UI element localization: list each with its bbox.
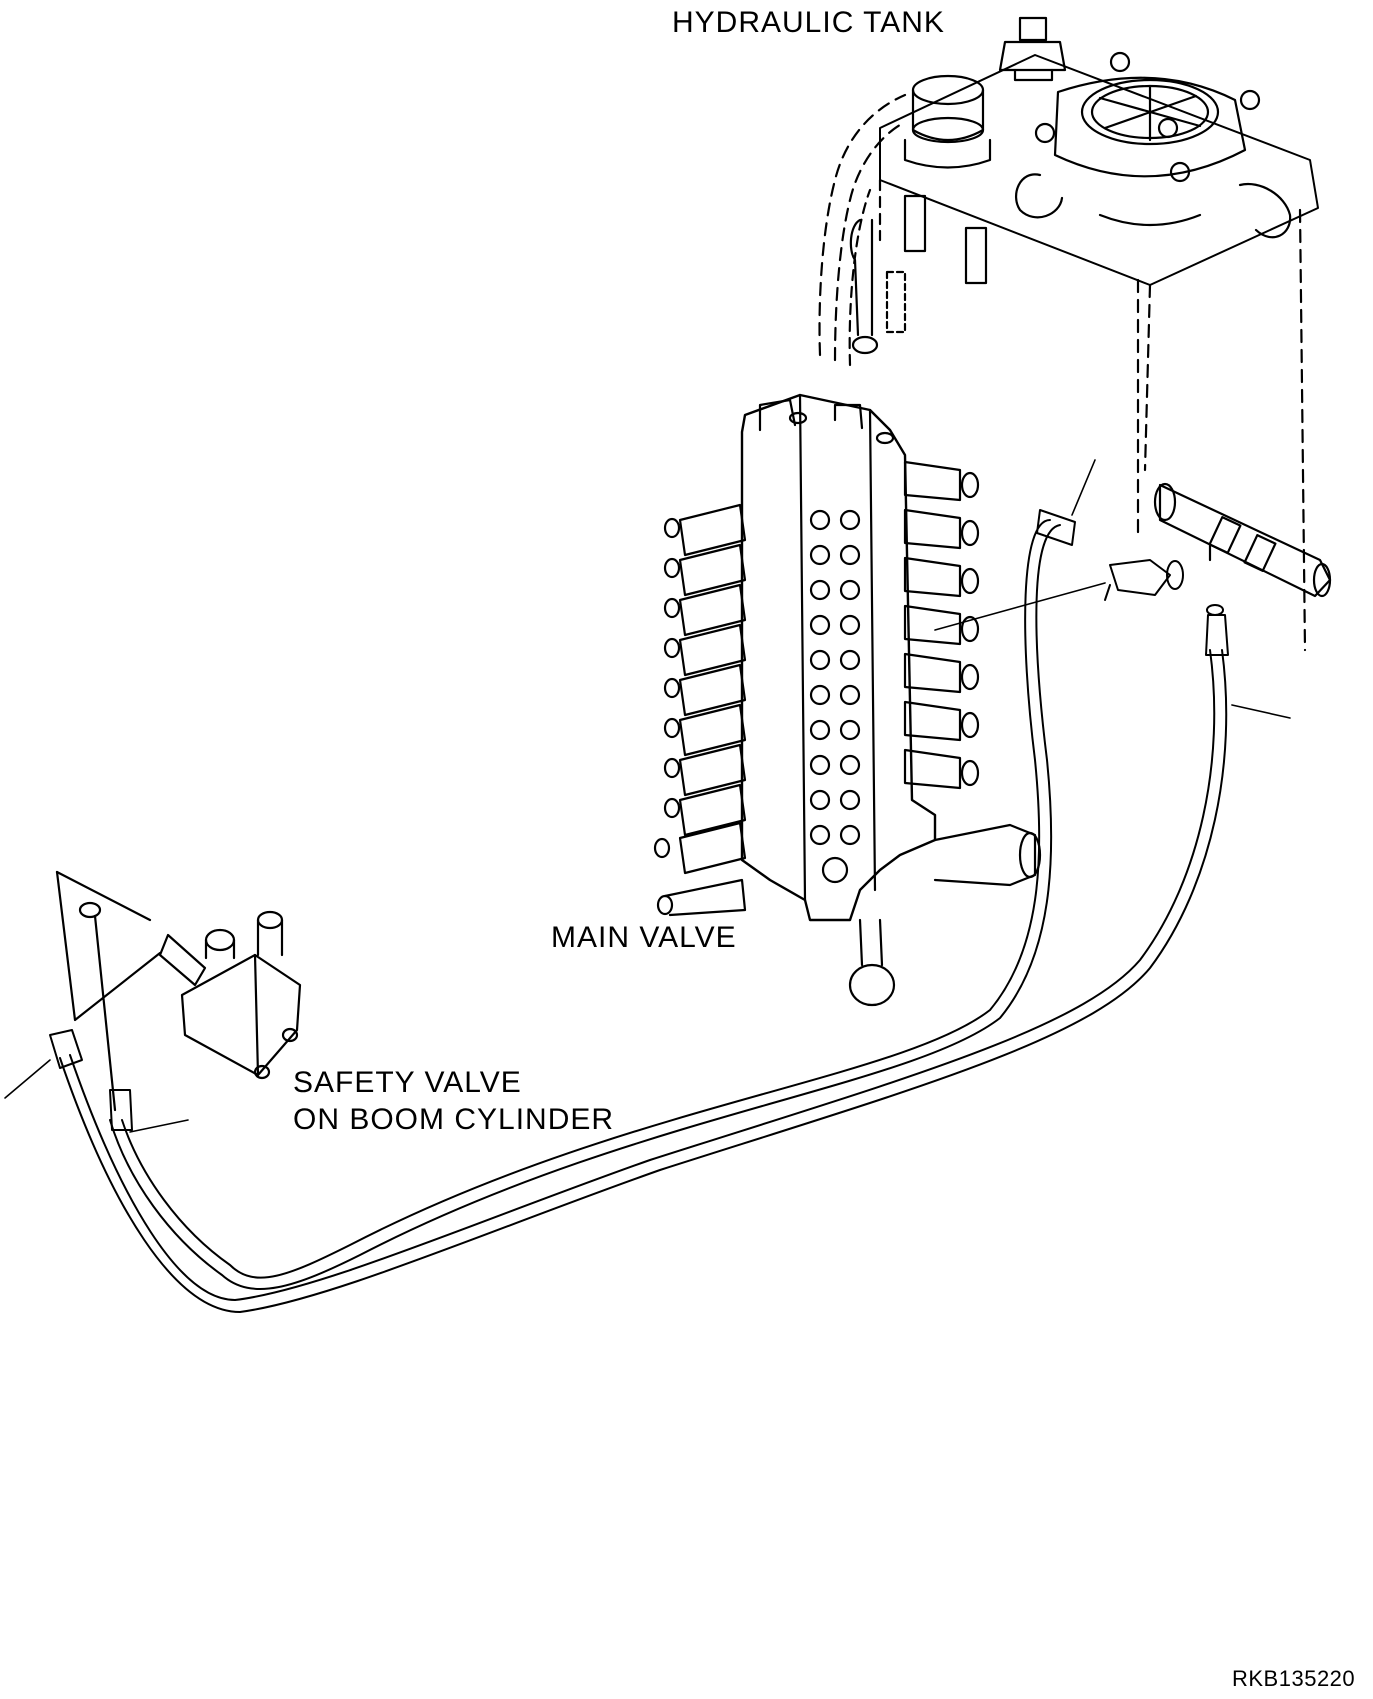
safety-valve-label-line1: SAFETY VALVE	[293, 1066, 522, 1099]
main-valve-ports	[809, 509, 861, 884]
leader-lines	[4, 459, 1291, 1133]
breather-cap	[903, 74, 992, 169]
safety-valve-label-line2: ON BOOM CYLINDER	[293, 1103, 615, 1136]
main-valve-label: MAIN VALVE	[551, 921, 737, 954]
tank-manifold	[1153, 482, 1332, 598]
main-valve-left-caps	[653, 503, 747, 917]
safety-valve	[55, 870, 302, 1112]
main-valve-right-caps	[903, 460, 1042, 887]
filter-cover	[1015, 51, 1292, 239]
drawing-code: RKB135220	[1232, 1666, 1356, 1691]
hydraulic-tank	[818, 16, 1332, 652]
tank-top-fitting	[998, 16, 1067, 82]
hoses	[49, 509, 1229, 1313]
main-valve	[653, 393, 1042, 1007]
level-gauges	[849, 194, 988, 355]
hydraulic-tank-label: HYDRAULIC TANK	[672, 6, 945, 39]
